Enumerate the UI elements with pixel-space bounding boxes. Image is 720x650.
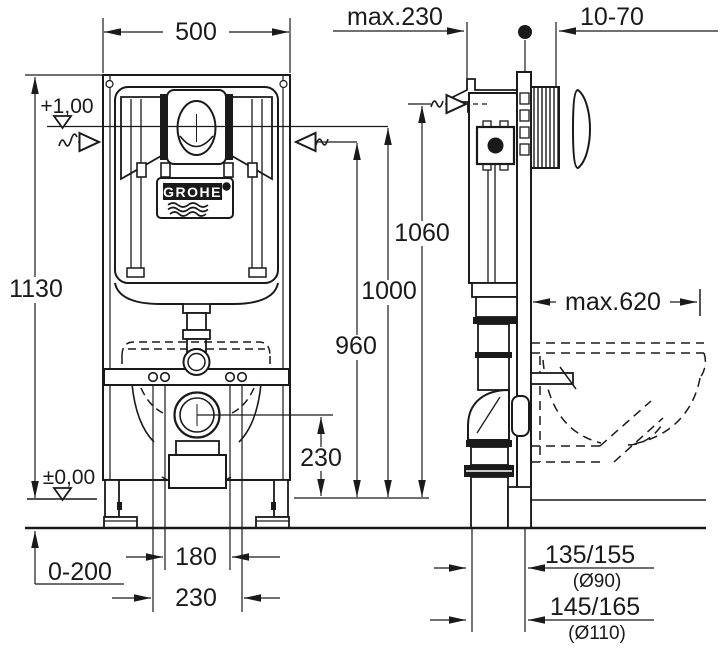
actuator-shaft: [530, 86, 560, 169]
corner-screw-icon: [105, 79, 114, 89]
frame-foot: [103, 516, 138, 529]
fixing-bolt-icon: [159, 371, 171, 383]
dim-drain-pipe-90-label: (Ø90): [573, 571, 622, 592]
dim-drain-offset-90: 135/155 (Ø90): [434, 541, 654, 592]
brand-logo: GROHE: [156, 177, 234, 219]
dimensions: 500 1130 0-200 960 1000: [9, 3, 718, 644]
dim-frame-height: 1130: [9, 74, 103, 498]
brand-logo-text: GROHE: [163, 184, 222, 200]
ceramic-fixing-bolt-side: [530, 372, 574, 385]
frame-leg: [104, 479, 120, 518]
dim-height-1060: 1060: [394, 93, 488, 497]
fixing-bolt-icon: [147, 371, 159, 383]
dim-bolt-inner-label: 180: [175, 543, 217, 571]
dim-foot-adjust-label: 0-200: [48, 558, 112, 586]
dim-height-1060-label: 1060: [394, 219, 450, 247]
corner-screw-icon: [279, 79, 288, 89]
dim-depth-top: max.230: [333, 3, 468, 78]
pipe-clamp: [511, 395, 530, 437]
reference-dot-icon: [518, 25, 532, 39]
dim-bowl-depth-label: max.620: [565, 288, 661, 316]
dim-drain-offset-110-label: 145/165: [550, 593, 640, 621]
ceramic-outline-side: [531, 342, 707, 463]
front-view: GROHE: [102, 74, 291, 612]
dim-bowl-depth: max.620: [533, 288, 701, 316]
reference-point: [518, 25, 532, 72]
logo-waves-icon: [167, 202, 209, 217]
dim-foot-adjust: 0-200: [31, 531, 124, 586]
frame-foot: [255, 516, 290, 529]
dim-drain-pipe-110-label: (Ø110): [568, 623, 626, 644]
dim-drain-offset-110: 145/165 (Ø110): [430, 593, 654, 644]
dim-height-1000-label: 1000: [361, 277, 417, 305]
dim-bolt-outer-label: 230: [175, 584, 217, 612]
dim-frame-width-label: 500: [175, 18, 217, 46]
fixing-bolt-icon: [236, 371, 248, 383]
dim-depth-top-label: max.230: [347, 3, 443, 31]
actuator-plate-side: [571, 88, 592, 170]
frame-rail-side: [516, 71, 532, 529]
dim-height-1000: 1000: [361, 128, 417, 497]
level-floor-label: ±0,00: [43, 466, 95, 489]
level-upper-label: +1,00: [40, 95, 93, 118]
drain-extension-lines: [471, 528, 526, 632]
cistern-side: [468, 92, 518, 284]
dim-wall-finish-label: 10-70: [580, 3, 644, 31]
floor-and-levels: ±0,00 +1,00: [25, 95, 706, 530]
dim-height-960: 960: [333, 143, 380, 497]
level-marker-icon: [52, 487, 73, 502]
dim-drain-height-label: 230: [300, 444, 342, 472]
dim-frame-width: 500: [102, 18, 291, 73]
drain-fitting: [168, 454, 227, 489]
registered-mark-icon: [222, 182, 231, 191]
dim-bolt-inner: 180: [126, 543, 280, 571]
tank-funnel: [114, 282, 279, 305]
bolt-extension-lines: [152, 385, 243, 612]
dim-frame-height-label: 1130: [9, 275, 63, 303]
drain-pipe-side: [470, 476, 509, 529]
frame-leg: [273, 479, 289, 518]
dim-drain-height: 230: [197, 414, 344, 496]
dim-height-960-label: 960: [335, 332, 377, 360]
fixing-bolt-icon: [224, 371, 236, 383]
side-view: [452, 71, 707, 529]
dim-wall-finish: 10-70: [555, 3, 718, 88]
dim-drain-offset-90-label: 135/155: [545, 541, 635, 569]
water-connection-icon: [487, 137, 504, 154]
dim-bolt-outer: 230: [112, 584, 280, 612]
level-marker-icon: [52, 115, 73, 130]
